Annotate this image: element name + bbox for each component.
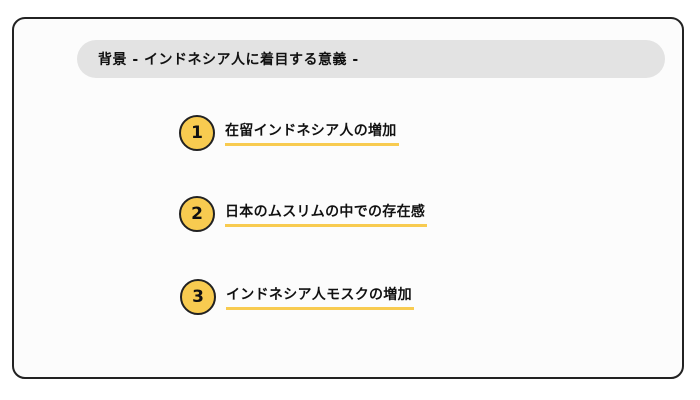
point-item-1: 1 在留インドネシア人の増加 bbox=[179, 115, 399, 151]
point-item-2: 2 日本のムスリムの中での存在感 bbox=[179, 196, 428, 232]
number-badge-2: 2 bbox=[179, 196, 215, 232]
point-item-3: 3 インドネシア人モスクの増加 bbox=[180, 279, 414, 315]
header-title: 背景 - インドネシア人に着目する意義 - bbox=[98, 52, 359, 68]
point-label-2: 日本のムスリムの中での存在感 bbox=[225, 201, 428, 227]
header-bar: 背景 - インドネシア人に着目する意義 - bbox=[77, 40, 665, 78]
number-badge-3: 3 bbox=[180, 279, 216, 315]
number-badge-1: 1 bbox=[179, 115, 215, 151]
point-label-3: インドネシア人モスクの増加 bbox=[226, 284, 414, 310]
point-label-1: 在留インドネシア人の増加 bbox=[225, 120, 399, 146]
